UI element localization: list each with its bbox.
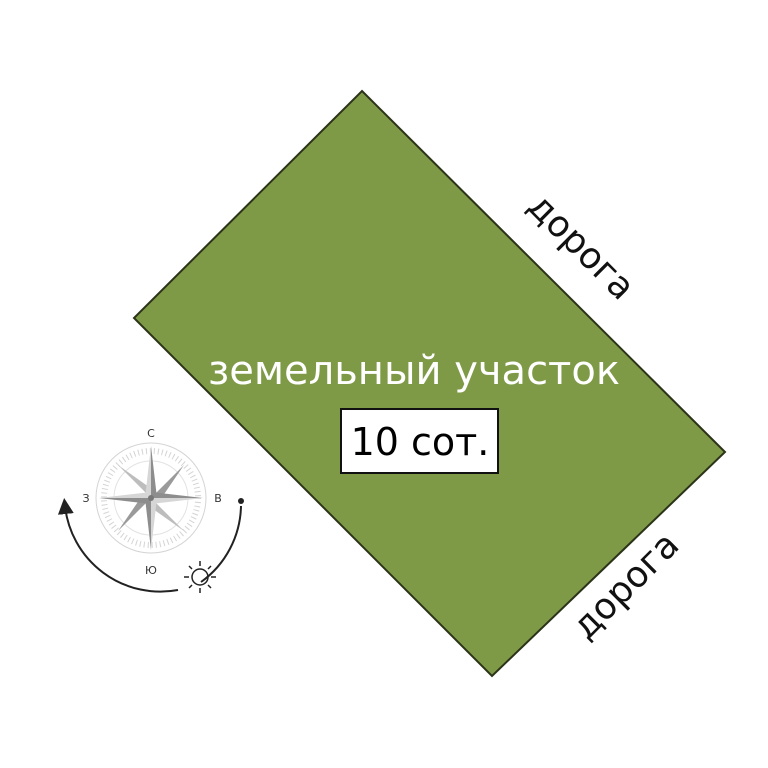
sun-icon xyxy=(184,561,216,593)
land-plot xyxy=(132,89,727,678)
compass-east-label: В xyxy=(214,492,222,505)
area-badge: 10 сот. xyxy=(340,408,499,474)
compass-north-label: С xyxy=(147,427,155,440)
compass-west-label: З xyxy=(82,492,89,505)
plot-title: земельный участок xyxy=(208,348,620,394)
area-value: 10 сот. xyxy=(351,420,490,464)
compass-rose-icon xyxy=(95,442,207,554)
compass-south-label: Ю xyxy=(145,564,157,577)
compass: С Ю З В xyxy=(65,427,244,593)
sunrise-dot xyxy=(238,498,244,504)
